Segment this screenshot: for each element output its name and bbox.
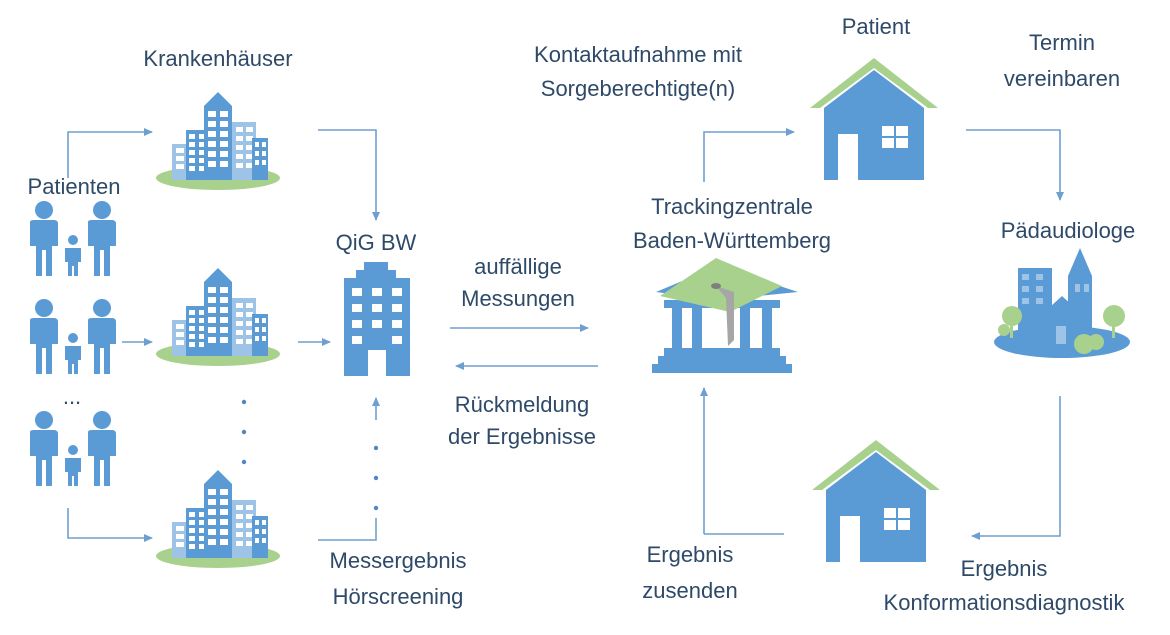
krankenhaeuser-label: Krankenhäuser (143, 46, 292, 71)
qig-building-icon (344, 262, 410, 376)
arrow-paedaudiologe-to-house (971, 396, 1061, 540)
patienten-label: Patienten (28, 174, 121, 199)
paedaudiologe-label: Pädaudiologe (1001, 218, 1136, 243)
ergebnis-zusenden-label-2: zusenden (642, 578, 737, 603)
ergebnis-konf-label-1: Ergebnis (961, 556, 1048, 581)
arrow-patient-to-paedaudiologe (966, 129, 1064, 201)
arrow-hospital-bottom-to-qig (318, 518, 377, 541)
kontakt-label-2: Sorgeberechtigte(n) (541, 76, 735, 101)
arrow-patients-to-hospital-bottom (67, 508, 153, 542)
house-icon-patient (810, 58, 938, 180)
family-icon-top (30, 201, 116, 276)
hospital-icon-bottom (156, 470, 280, 568)
tracking-label-1: Trackingzentrale (651, 194, 813, 219)
hospital-icon-top (156, 92, 280, 190)
arrow-patients-to-hospital-top (67, 128, 153, 178)
family-icon-middle (30, 299, 116, 374)
qig-label: QiG BW (336, 230, 417, 255)
messergebnis-label-1: Messergebnis (330, 548, 467, 573)
termin-label-1: Termin (1029, 30, 1095, 55)
rueckmeldung-label-1: Rückmeldung (455, 392, 590, 417)
messergebnis-label-2: Hörscreening (333, 584, 464, 609)
arrow-tracking-to-patient (703, 128, 795, 182)
rueckmeldung-label-2: der Ergebnisse (448, 424, 596, 449)
termin-label-2: vereinbaren (1004, 66, 1120, 91)
ergebnis-zusenden-label-1: Ergebnis (647, 542, 734, 567)
ellipsis-dot (373, 505, 379, 511)
arrow-hospital-top-to-qig (318, 129, 380, 221)
family-icon-bottom (30, 411, 116, 486)
house-icon-result (812, 440, 940, 562)
tracking-center-graduation-building-icon (652, 258, 798, 373)
ellipsis-dot (373, 475, 379, 481)
hospital-icon-middle (156, 268, 280, 366)
auffaellige-label-1: auffällige (474, 254, 562, 279)
ellipsis-dot (373, 445, 379, 451)
ellipsis-dot (241, 399, 247, 405)
patient-label: Patient (842, 14, 911, 39)
ergebnis-konf-label-2: Konformationsdiagnostik (884, 590, 1126, 615)
kontakt-label-1: Kontaktaufnahme mit (534, 42, 742, 67)
auffaellige-label-2: Messungen (461, 286, 575, 311)
paedaudiologe-town-icon (994, 248, 1130, 358)
ellipsis-dot (241, 429, 247, 435)
tracking-label-2: Baden-Württemberg (633, 228, 831, 253)
ellipsis-dot (241, 459, 247, 465)
patienten-ellipsis: ... (63, 384, 81, 409)
